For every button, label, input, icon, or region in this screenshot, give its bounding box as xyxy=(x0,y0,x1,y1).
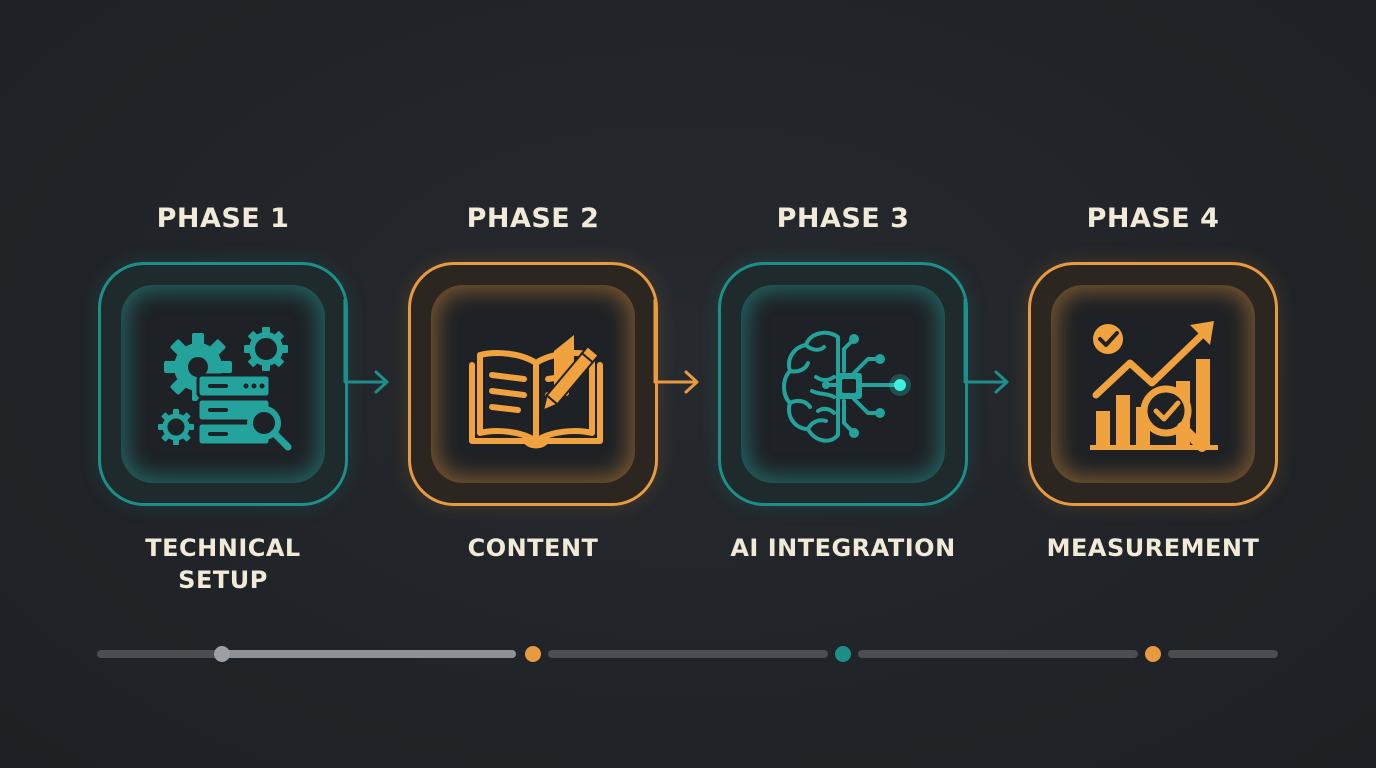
growth-chart-magnifier-icon xyxy=(1090,321,1218,452)
phase-3-title: PHASE 3 xyxy=(776,203,910,234)
phase-4-title: PHASE 4 xyxy=(1086,203,1220,234)
phase-4-card xyxy=(1028,262,1278,506)
phase-1-card xyxy=(98,262,348,506)
brain-circuit-icon xyxy=(782,330,911,443)
book-pencil-icon xyxy=(469,335,603,449)
arrow-2-to-3 xyxy=(653,298,699,394)
phase-1-label: TECHNICAL SETUP xyxy=(145,534,301,594)
timeline-marker-start xyxy=(214,646,230,662)
timeline-marker-phase-4 xyxy=(1145,646,1161,662)
arrow-3-to-4 xyxy=(963,298,1009,394)
phase-3-card xyxy=(718,262,968,506)
gears-server-magnifier-icon xyxy=(158,327,292,451)
phase-2-title: PHASE 2 xyxy=(466,203,600,234)
phase-2-label: CONTENT xyxy=(467,534,599,562)
phase-2-card xyxy=(408,262,658,506)
timeline-marker-phase-3 xyxy=(835,646,851,662)
phase-4-label: MEASUREMENT xyxy=(1046,534,1260,562)
phase-3-label: AI INTEGRATION xyxy=(730,534,956,562)
arrow-1-to-2 xyxy=(343,298,389,394)
timeline-marker-phase-2 xyxy=(525,646,541,662)
phase-1-title: PHASE 1 xyxy=(156,203,290,234)
